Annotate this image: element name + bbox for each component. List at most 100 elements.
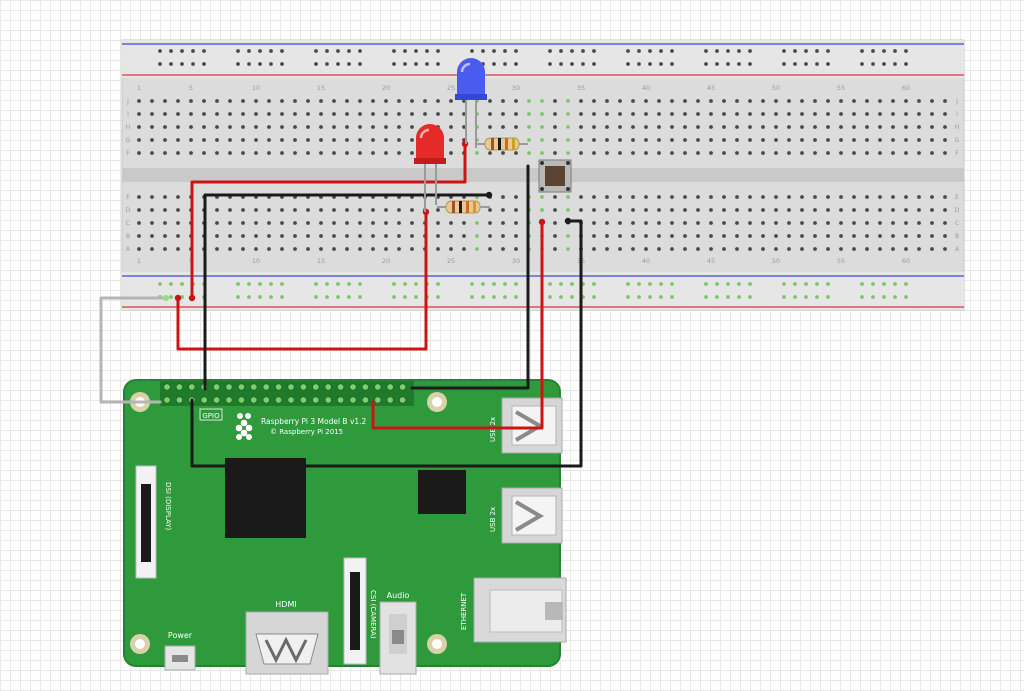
gpio-pin[interactable] (262, 383, 270, 391)
gpio-pin[interactable] (213, 383, 221, 391)
breadboard-hole (943, 112, 947, 116)
breadboard-hole (371, 208, 375, 212)
column-number: 10 (252, 257, 260, 265)
gpio-pin[interactable] (386, 383, 394, 391)
wire-red-rail-loop[interactable] (176, 210, 428, 351)
resistor-1[interactable] (477, 137, 528, 151)
wire-red-button[interactable] (371, 220, 544, 430)
breadboard-hole (319, 234, 323, 238)
usb-port-2[interactable] (501, 487, 563, 544)
gpio-pin[interactable] (175, 396, 183, 404)
red-led[interactable] (414, 124, 446, 212)
breadboard-hole (618, 125, 622, 129)
gpio-pin[interactable] (237, 383, 245, 391)
gpio-pin[interactable] (386, 396, 394, 404)
gpio-pin[interactable] (163, 383, 171, 391)
breadboard-hole (293, 112, 297, 116)
gpio-pin[interactable] (225, 396, 233, 404)
wire-grey-gnd[interactable] (99, 296, 168, 404)
gpio-pin[interactable] (250, 396, 258, 404)
breadboard-hole (319, 151, 323, 155)
wire-black-gnd-3[interactable] (190, 219, 583, 468)
breadboard-hole (514, 221, 518, 225)
gpio-pin[interactable] (163, 396, 171, 404)
breadboard-hole (943, 151, 947, 155)
breadboard-hole (930, 221, 934, 225)
gpio-pin[interactable] (349, 383, 357, 391)
resistor-2[interactable] (437, 200, 490, 214)
power-port[interactable] (164, 645, 196, 671)
gpio-pin[interactable] (374, 396, 382, 404)
wire-red-led[interactable] (190, 142, 467, 300)
breadboard-hole (150, 151, 154, 155)
gpio-pin[interactable] (324, 383, 332, 391)
breadboard-hole (735, 234, 739, 238)
gpio-header[interactable] (160, 381, 414, 406)
wire-black-gnd-2[interactable] (410, 164, 530, 390)
breadboard-hole (618, 247, 622, 251)
breadboard-hole (761, 112, 765, 116)
gpio-pin[interactable] (262, 396, 270, 404)
gpio-pin[interactable] (237, 396, 245, 404)
breadboard-hole (826, 234, 830, 238)
breadboard-hole (371, 99, 375, 103)
wire-black-gnd-1[interactable] (203, 193, 491, 391)
breadboard-hole (715, 282, 719, 286)
gpio-pin[interactable] (287, 396, 295, 404)
breadboard-hole (815, 295, 819, 299)
hdmi-port[interactable] (245, 611, 329, 675)
gpio-pin[interactable] (361, 396, 369, 404)
gpio-pin[interactable] (312, 396, 320, 404)
gpio-pin[interactable] (188, 383, 196, 391)
gpio-pin[interactable] (361, 383, 369, 391)
usb-port-1[interactable] (501, 397, 563, 454)
breadboard-hole (527, 125, 531, 129)
gpio-pin[interactable] (337, 383, 345, 391)
breadboard-hole (436, 112, 440, 116)
gpio-pin[interactable] (374, 383, 382, 391)
breadboard-hole (804, 282, 808, 286)
breadboard-hole (871, 295, 875, 299)
breadboard-hole (392, 282, 396, 286)
gpio-pin[interactable] (399, 383, 407, 391)
gpio-pin[interactable] (275, 383, 283, 391)
gpio-pin[interactable] (337, 396, 345, 404)
breadboard-hole (709, 151, 713, 155)
gpio-pin[interactable] (349, 396, 357, 404)
gpio-pin[interactable] (213, 396, 221, 404)
breadboard-hole (865, 221, 869, 225)
breadboard-hole (579, 99, 583, 103)
audio-jack[interactable] (379, 601, 417, 675)
gpio-pin[interactable] (299, 383, 307, 391)
breadboard-hole (392, 49, 396, 53)
breadboard-hole (761, 138, 765, 142)
breadboard-hole (644, 234, 648, 238)
gpio-pin[interactable] (287, 383, 295, 391)
gpio-pin[interactable] (312, 383, 320, 391)
breadboard-hole (804, 49, 808, 53)
breadboard-hole (618, 195, 622, 199)
breadboard-hole (943, 99, 947, 103)
breadboard-hole (631, 99, 635, 103)
breadboard-hole (137, 125, 141, 129)
hdmi-label: HDMI (275, 600, 296, 609)
gpio-pin[interactable] (299, 396, 307, 404)
breadboard-hole (774, 125, 778, 129)
gpio-pin[interactable] (250, 383, 258, 391)
gpio-pin[interactable] (324, 396, 332, 404)
breadboard-hole (189, 138, 193, 142)
breadboard-hole (280, 138, 284, 142)
gpio-pin[interactable] (175, 383, 183, 391)
breadboard-hole (163, 99, 167, 103)
blue-led[interactable] (455, 58, 487, 148)
push-button[interactable] (538, 159, 572, 193)
gpio-pin[interactable] (399, 396, 407, 404)
gpio-pin[interactable] (200, 396, 208, 404)
csi-connector[interactable] (343, 557, 367, 665)
raspberry-pi-board[interactable]: GPIO Raspberry Pi 3 Model B v1.2 © Raspb… (123, 379, 567, 675)
ethernet-port[interactable] (473, 577, 567, 643)
gpio-pin[interactable] (225, 383, 233, 391)
gpio-pin[interactable] (275, 396, 283, 404)
breadboard-hole (475, 151, 479, 155)
dsi-connector[interactable] (135, 465, 157, 579)
